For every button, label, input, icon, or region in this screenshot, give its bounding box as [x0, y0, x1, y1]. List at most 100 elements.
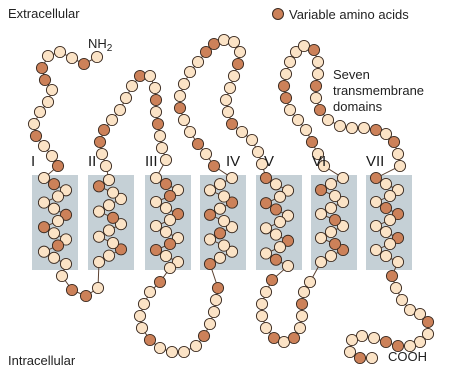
conserved-residue	[103, 250, 114, 261]
variable-residue	[212, 282, 223, 293]
conserved-residue	[380, 250, 391, 261]
conserved-residue	[260, 322, 271, 333]
variable-residue	[260, 198, 271, 209]
variable-residue	[164, 190, 175, 201]
variable-residue	[150, 94, 161, 105]
conserved-residue	[150, 106, 161, 117]
conserved-residue	[218, 34, 229, 45]
conserved-residue	[150, 172, 161, 183]
conserved-residue	[154, 342, 165, 353]
conserved-residue	[366, 352, 377, 363]
legend: Variable amino acids	[273, 7, 410, 22]
conserved-residue	[325, 178, 336, 189]
conserved-residue	[404, 304, 415, 315]
conserved-residue	[178, 346, 189, 357]
conserved-residue	[46, 150, 57, 161]
conserved-residue	[91, 51, 102, 62]
conserved-residue	[304, 276, 315, 287]
conserved-residue	[274, 242, 285, 253]
conserved-residue	[42, 96, 53, 107]
conserved-residue	[52, 191, 63, 202]
conserved-residue	[260, 223, 271, 234]
conserved-residue	[60, 258, 71, 269]
conserved-residue	[149, 82, 160, 93]
variable-residue	[315, 184, 326, 195]
conserved-residue	[260, 286, 271, 297]
variable-residue	[310, 80, 321, 91]
variable-residue	[66, 284, 77, 295]
variable-residue	[150, 244, 161, 255]
conserved-residue	[282, 260, 293, 271]
conserved-residue	[144, 286, 155, 297]
conserved-residue	[380, 226, 391, 237]
variable-residue	[208, 38, 219, 49]
variable-residue	[39, 74, 50, 85]
conserved-residue	[396, 294, 407, 305]
conserved-residue	[370, 196, 381, 207]
variable-residue	[270, 254, 281, 265]
conserved-residue	[114, 104, 125, 115]
conserved-residue	[246, 134, 257, 145]
domain-label-7: VII	[366, 153, 384, 170]
conserved-residue	[270, 229, 281, 240]
conserved-residue	[368, 332, 379, 343]
variable-residue	[98, 124, 109, 135]
conserved-residue	[93, 206, 104, 217]
variable-residue	[314, 104, 325, 115]
conserved-residue	[356, 330, 367, 341]
variable-residue	[226, 118, 237, 129]
conserved-residue	[38, 172, 49, 183]
conserved-residue	[48, 228, 59, 239]
variable-residue	[308, 44, 319, 55]
conserved-residue	[315, 232, 326, 243]
conserved-residue	[184, 66, 195, 77]
conserved-residue	[144, 70, 155, 81]
conserved-residue	[280, 68, 291, 79]
variable-residue	[380, 336, 391, 347]
conserved-residue	[103, 200, 114, 211]
domain-label-2: II	[88, 153, 96, 170]
conserved-residue	[214, 252, 225, 263]
conserved-residue	[106, 114, 117, 125]
conserved-residue	[56, 270, 67, 281]
variable-residue	[306, 136, 317, 147]
conserved-residue	[138, 298, 149, 309]
conserved-residue	[322, 114, 333, 125]
variable-residue	[329, 214, 340, 225]
variable-residue	[268, 332, 279, 343]
variable-residue	[52, 240, 63, 251]
conserved-residue	[218, 191, 229, 202]
variable-residue	[422, 316, 433, 327]
cooh-terminus-label: COOH	[388, 349, 427, 364]
conserved-residue	[92, 282, 103, 293]
conserved-residue	[190, 340, 201, 351]
seven-tm-caption: Seven transmembrane domains	[333, 67, 424, 114]
variable-residue	[270, 204, 281, 215]
caption-line-3: domains	[333, 99, 383, 114]
conserved-residue	[204, 234, 215, 245]
conserved-residue	[334, 120, 345, 131]
variable-residue	[78, 58, 89, 69]
variable-residue	[160, 178, 171, 189]
conserved-residue	[329, 190, 340, 201]
conserved-residue	[103, 225, 114, 236]
legend-variable-dot	[273, 9, 284, 20]
domain-label-5: V	[264, 153, 274, 170]
conserved-residue	[298, 40, 309, 51]
variable-residue	[329, 238, 340, 249]
conserved-residue	[66, 52, 77, 63]
variable-residue	[80, 290, 91, 301]
variable-residue	[388, 136, 399, 147]
conserved-residue	[34, 106, 45, 117]
conserved-residue	[292, 114, 303, 125]
conserved-residue	[370, 244, 381, 255]
conserved-residue	[220, 94, 231, 105]
conserved-residue	[166, 346, 177, 357]
conserved-residue	[178, 114, 189, 125]
conserved-residue	[54, 46, 65, 57]
conserved-residue	[392, 256, 403, 267]
conserved-residue	[226, 172, 237, 183]
domain-label-6: VI	[312, 153, 326, 170]
conserved-residue	[222, 106, 233, 117]
